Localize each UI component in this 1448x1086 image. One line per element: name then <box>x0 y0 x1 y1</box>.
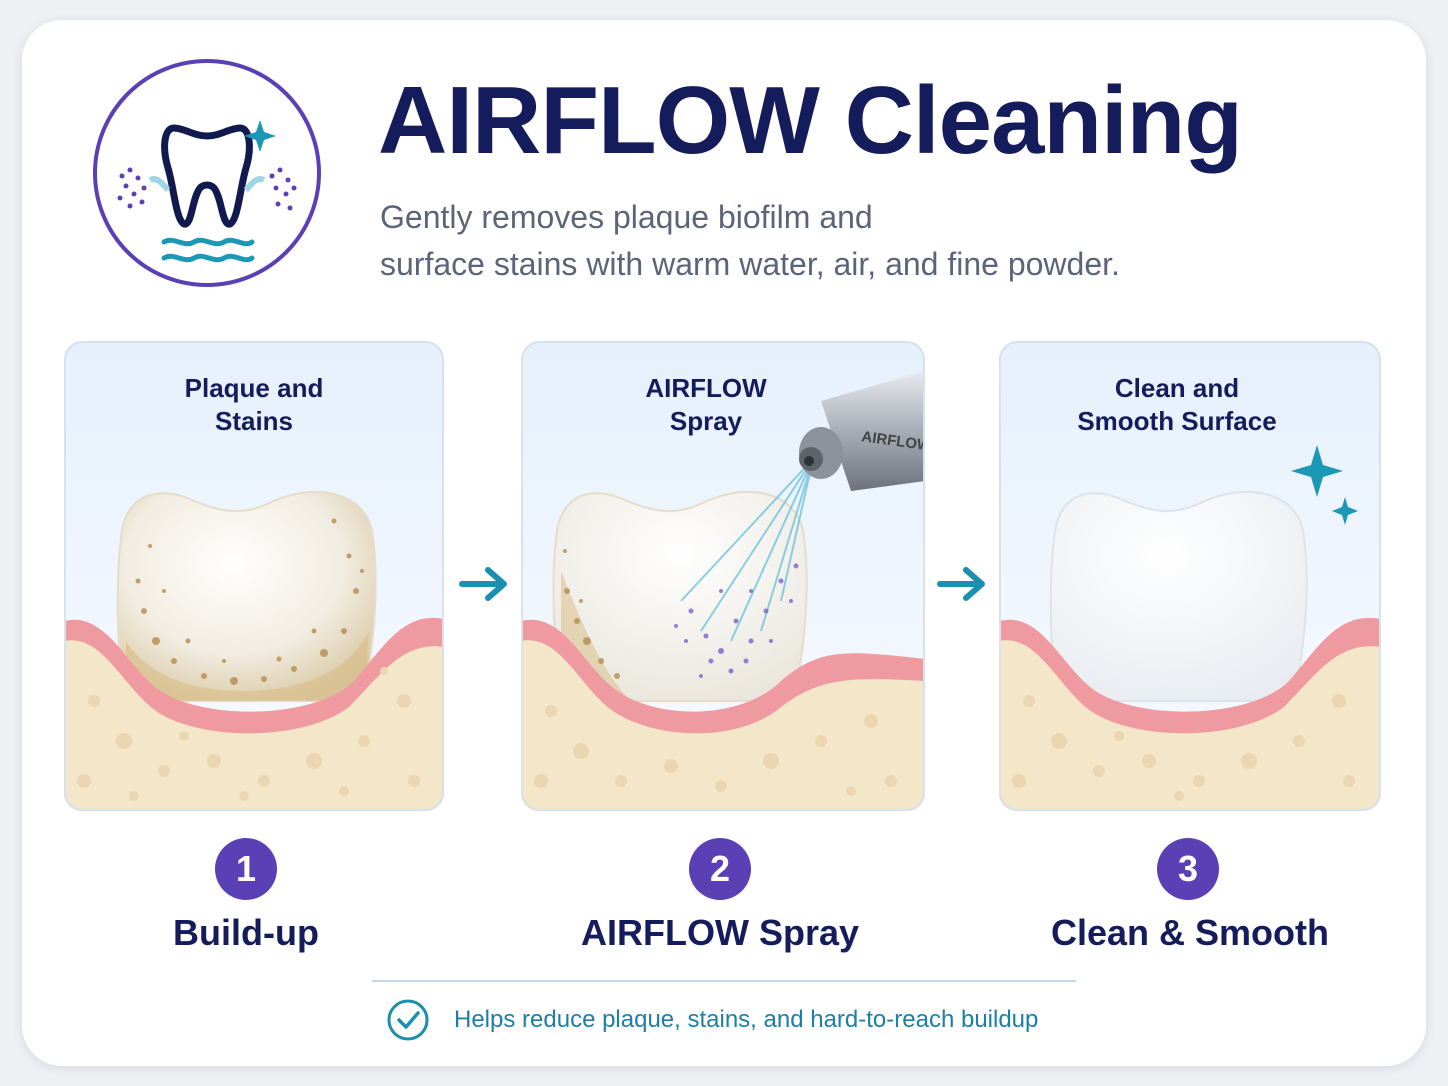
panel-2-caption-line-2: Spray <box>670 406 743 436</box>
step-2-badge: 2 <box>689 838 751 900</box>
footer-divider <box>372 980 1076 982</box>
sparkle-icon <box>1291 445 1358 525</box>
page-title: AIRFLOW Cleaning <box>378 67 1243 174</box>
panel-2-caption-line-1: AIRFLOW <box>645 373 767 403</box>
panel-build-up: Plaque and Stains <box>64 341 444 811</box>
check-circle-icon <box>387 999 429 1041</box>
step-1-badge: 1 <box>215 838 277 900</box>
airflow-handpiece: AIRFLOW <box>799 371 925 491</box>
panel-3-caption-line-1: Clean and <box>1115 373 1239 403</box>
step-2-label: AIRFLOW Spray <box>580 912 859 953</box>
panel-3-caption-line-2: Smooth Surface <box>1077 406 1276 436</box>
step-3-label: Clean & Smooth <box>1050 912 1329 953</box>
arrow-right-icon <box>937 567 985 601</box>
panel-airflow-spray: AIRFLOW AIRFLOW Spray <box>521 341 925 811</box>
tooth-spray-icon <box>93 59 321 287</box>
arrow-right-icon <box>459 567 507 601</box>
subtitle-line-2: surface stains with warm water, air, and… <box>380 246 1120 282</box>
panel-clean-smooth: Clean and Smooth Surface <box>999 341 1381 811</box>
footer-text: Helps reduce plaque, stains, and hard-to… <box>454 1006 1039 1033</box>
page-subtitle: Gently removes plaque biofilm and surfac… <box>380 194 1240 288</box>
panel-1-caption-line-1: Plaque and <box>185 373 324 403</box>
subtitle-line-1: Gently removes plaque biofilm and <box>380 199 873 235</box>
step-3-badge: 3 <box>1157 838 1219 900</box>
panel-1-caption-line-2: Stains <box>215 406 293 436</box>
step-1-label: Build-up <box>173 912 319 953</box>
